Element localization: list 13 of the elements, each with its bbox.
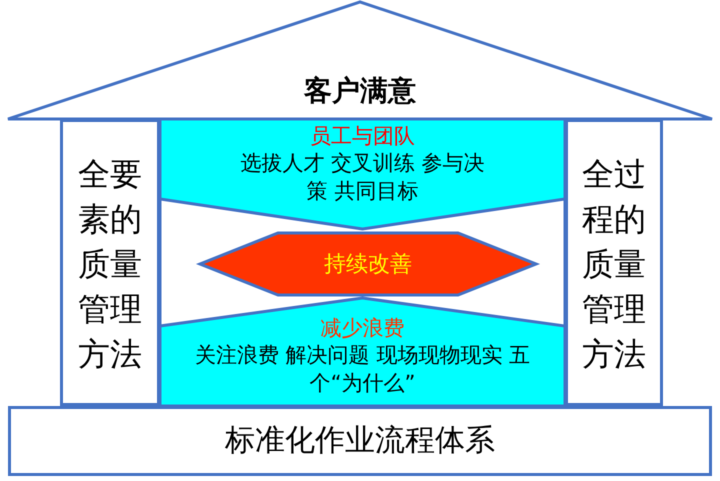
- panel-heading: 员工与团队: [309, 123, 416, 150]
- panel-text: 选拔人才 交叉训练 参与决策 共同目标: [240, 150, 485, 205]
- foundation-text: 标准化作业流程体系: [224, 423, 496, 459]
- panel-heading: 减少浪费: [320, 315, 406, 342]
- roof-title: 客户满意: [302, 73, 417, 109]
- panel-text: 关注浪费 解决问题 现场现物现实 五个“为什么”: [194, 342, 532, 397]
- banner-panel: [160, 119, 565, 229]
- pillar: [565, 119, 663, 406]
- pillar-text: 全要素的质量管理方法: [77, 154, 143, 375]
- roof-shape: [8, 2, 712, 119]
- pillar-text: 全过程的质量管理方法: [582, 154, 646, 375]
- foundation-box: [8, 406, 712, 476]
- pillar: [60, 119, 160, 406]
